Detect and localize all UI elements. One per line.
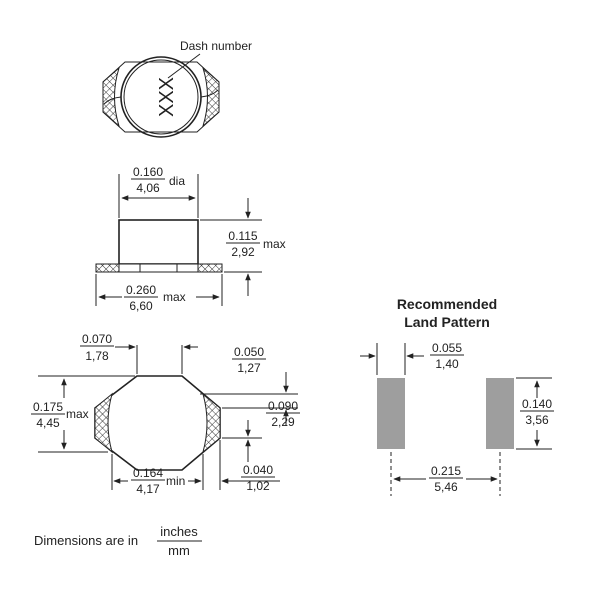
width-suffix: max xyxy=(163,290,186,304)
term-height-mm: 2,29 xyxy=(271,415,295,429)
land-pad-left xyxy=(377,378,405,449)
height-inches: 0.115 xyxy=(228,229,257,243)
marking-text: XXX xyxy=(156,77,178,117)
inner-inches: 0.164 xyxy=(133,466,163,480)
body-inches: 0.175 xyxy=(33,400,63,414)
side-view-body xyxy=(118,219,199,265)
offset-mm: 1,27 xyxy=(237,361,261,375)
pad-height-inches: 0.140 xyxy=(522,397,552,411)
inner-suffix: min xyxy=(166,474,185,488)
dash-number-leader xyxy=(167,53,201,79)
pad-width-mm: 1,40 xyxy=(435,357,459,371)
dia-mm: 4,06 xyxy=(136,181,160,195)
top-view-left-lead xyxy=(103,96,122,105)
dash-number-label: Dash number xyxy=(180,39,252,53)
flat-mm: 1,78 xyxy=(85,349,109,363)
width-mm: 6,60 xyxy=(129,299,153,313)
dia-suffix: dia xyxy=(169,174,185,188)
term-width-mm: 1,02 xyxy=(246,479,270,493)
units-note-text: Dimensions are in xyxy=(34,533,138,548)
pad-width-inches: 0.055 xyxy=(432,341,462,355)
spacing-mm: 5,46 xyxy=(434,480,458,494)
inner-mm: 4,17 xyxy=(136,482,160,496)
width-inches: 0.260 xyxy=(126,283,156,297)
land-title-line1: Recommended xyxy=(397,296,497,312)
units-note: Dimensions are in inches mm xyxy=(34,524,202,558)
pad-height-mm: 3,56 xyxy=(525,413,549,427)
land-pattern: Recommended Land Pattern 0.055 1,40 0.14… xyxy=(360,296,554,496)
side-view: 0.160 4,06 dia 0.115 2,92 max 0.260 6,60… xyxy=(95,165,286,313)
bottom-view: 0.070 1,78 0.175 4,45 max 0.050 1,27 0.0… xyxy=(31,332,300,496)
top-view: XXX Dash number xyxy=(102,39,252,138)
dia-inches: 0.160 xyxy=(133,165,163,179)
units-note-mm: mm xyxy=(168,543,190,558)
height-suffix: max xyxy=(263,237,286,251)
top-view-right-terminal xyxy=(201,66,220,128)
height-mm: 2,92 xyxy=(231,245,255,259)
body-mm: 4,45 xyxy=(36,416,60,430)
side-view-base-center xyxy=(118,263,199,273)
land-title-line2: Land Pattern xyxy=(404,314,490,330)
bottom-view-right-terminal xyxy=(202,392,221,454)
term-width-inches: 0.040 xyxy=(243,463,273,477)
flat-inches: 0.070 xyxy=(82,332,112,346)
land-pad-right xyxy=(486,378,514,449)
top-view-body-inner xyxy=(123,59,199,135)
spacing-inches: 0.215 xyxy=(431,464,461,478)
top-view-right-lead xyxy=(200,89,219,98)
body-suffix: max xyxy=(66,407,89,421)
top-view-left-terminal xyxy=(102,66,121,128)
bottom-view-outline xyxy=(94,375,221,471)
bottom-view-left-terminal xyxy=(94,392,113,454)
term-height-inches: 0.090 xyxy=(268,399,298,413)
offset-inches: 0.050 xyxy=(234,345,264,359)
units-note-inches: inches xyxy=(160,524,198,539)
